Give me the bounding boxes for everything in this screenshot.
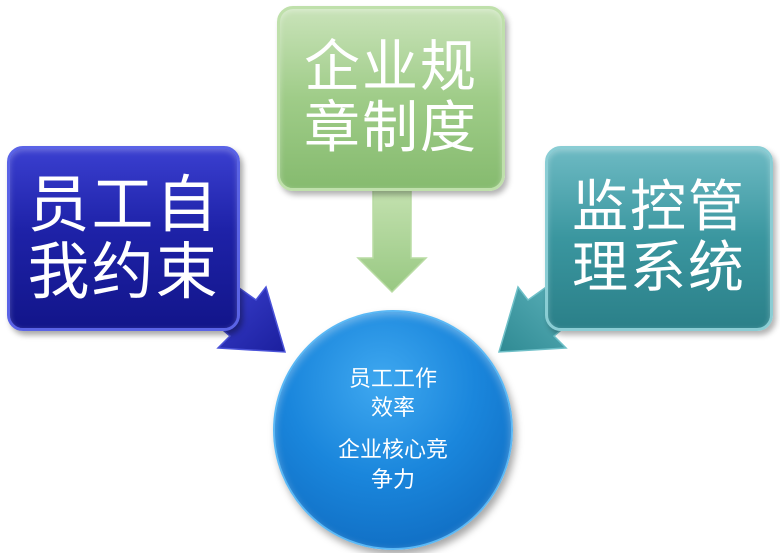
node-right-line-1: 监控管 [572,175,746,241]
center-line-1: 员工工作 [348,366,437,392]
node-left-line-2: 我约束 [27,234,220,308]
node-right-line-2: 理系统 [572,235,746,301]
center-line-2: 效率 [370,396,415,422]
arrow-top-to-center [356,189,428,294]
node-left-line-1: 员工自 [27,167,220,241]
node-employee-self-discipline: 员工自 我约束 [7,146,240,331]
node-monitoring-system: 监控管 理系统 [545,146,773,331]
node-center-outcome: 员工工作 效率 企业核心竞 争力 [273,310,513,550]
center-line-4: 争力 [370,467,415,493]
center-line-3: 企业核心竞 [337,438,448,463]
node-top-line-1: 企业规 [304,35,478,101]
node-enterprise-rules: 企业规 章制度 [277,6,505,191]
node-top-line-2: 章制度 [304,95,478,161]
